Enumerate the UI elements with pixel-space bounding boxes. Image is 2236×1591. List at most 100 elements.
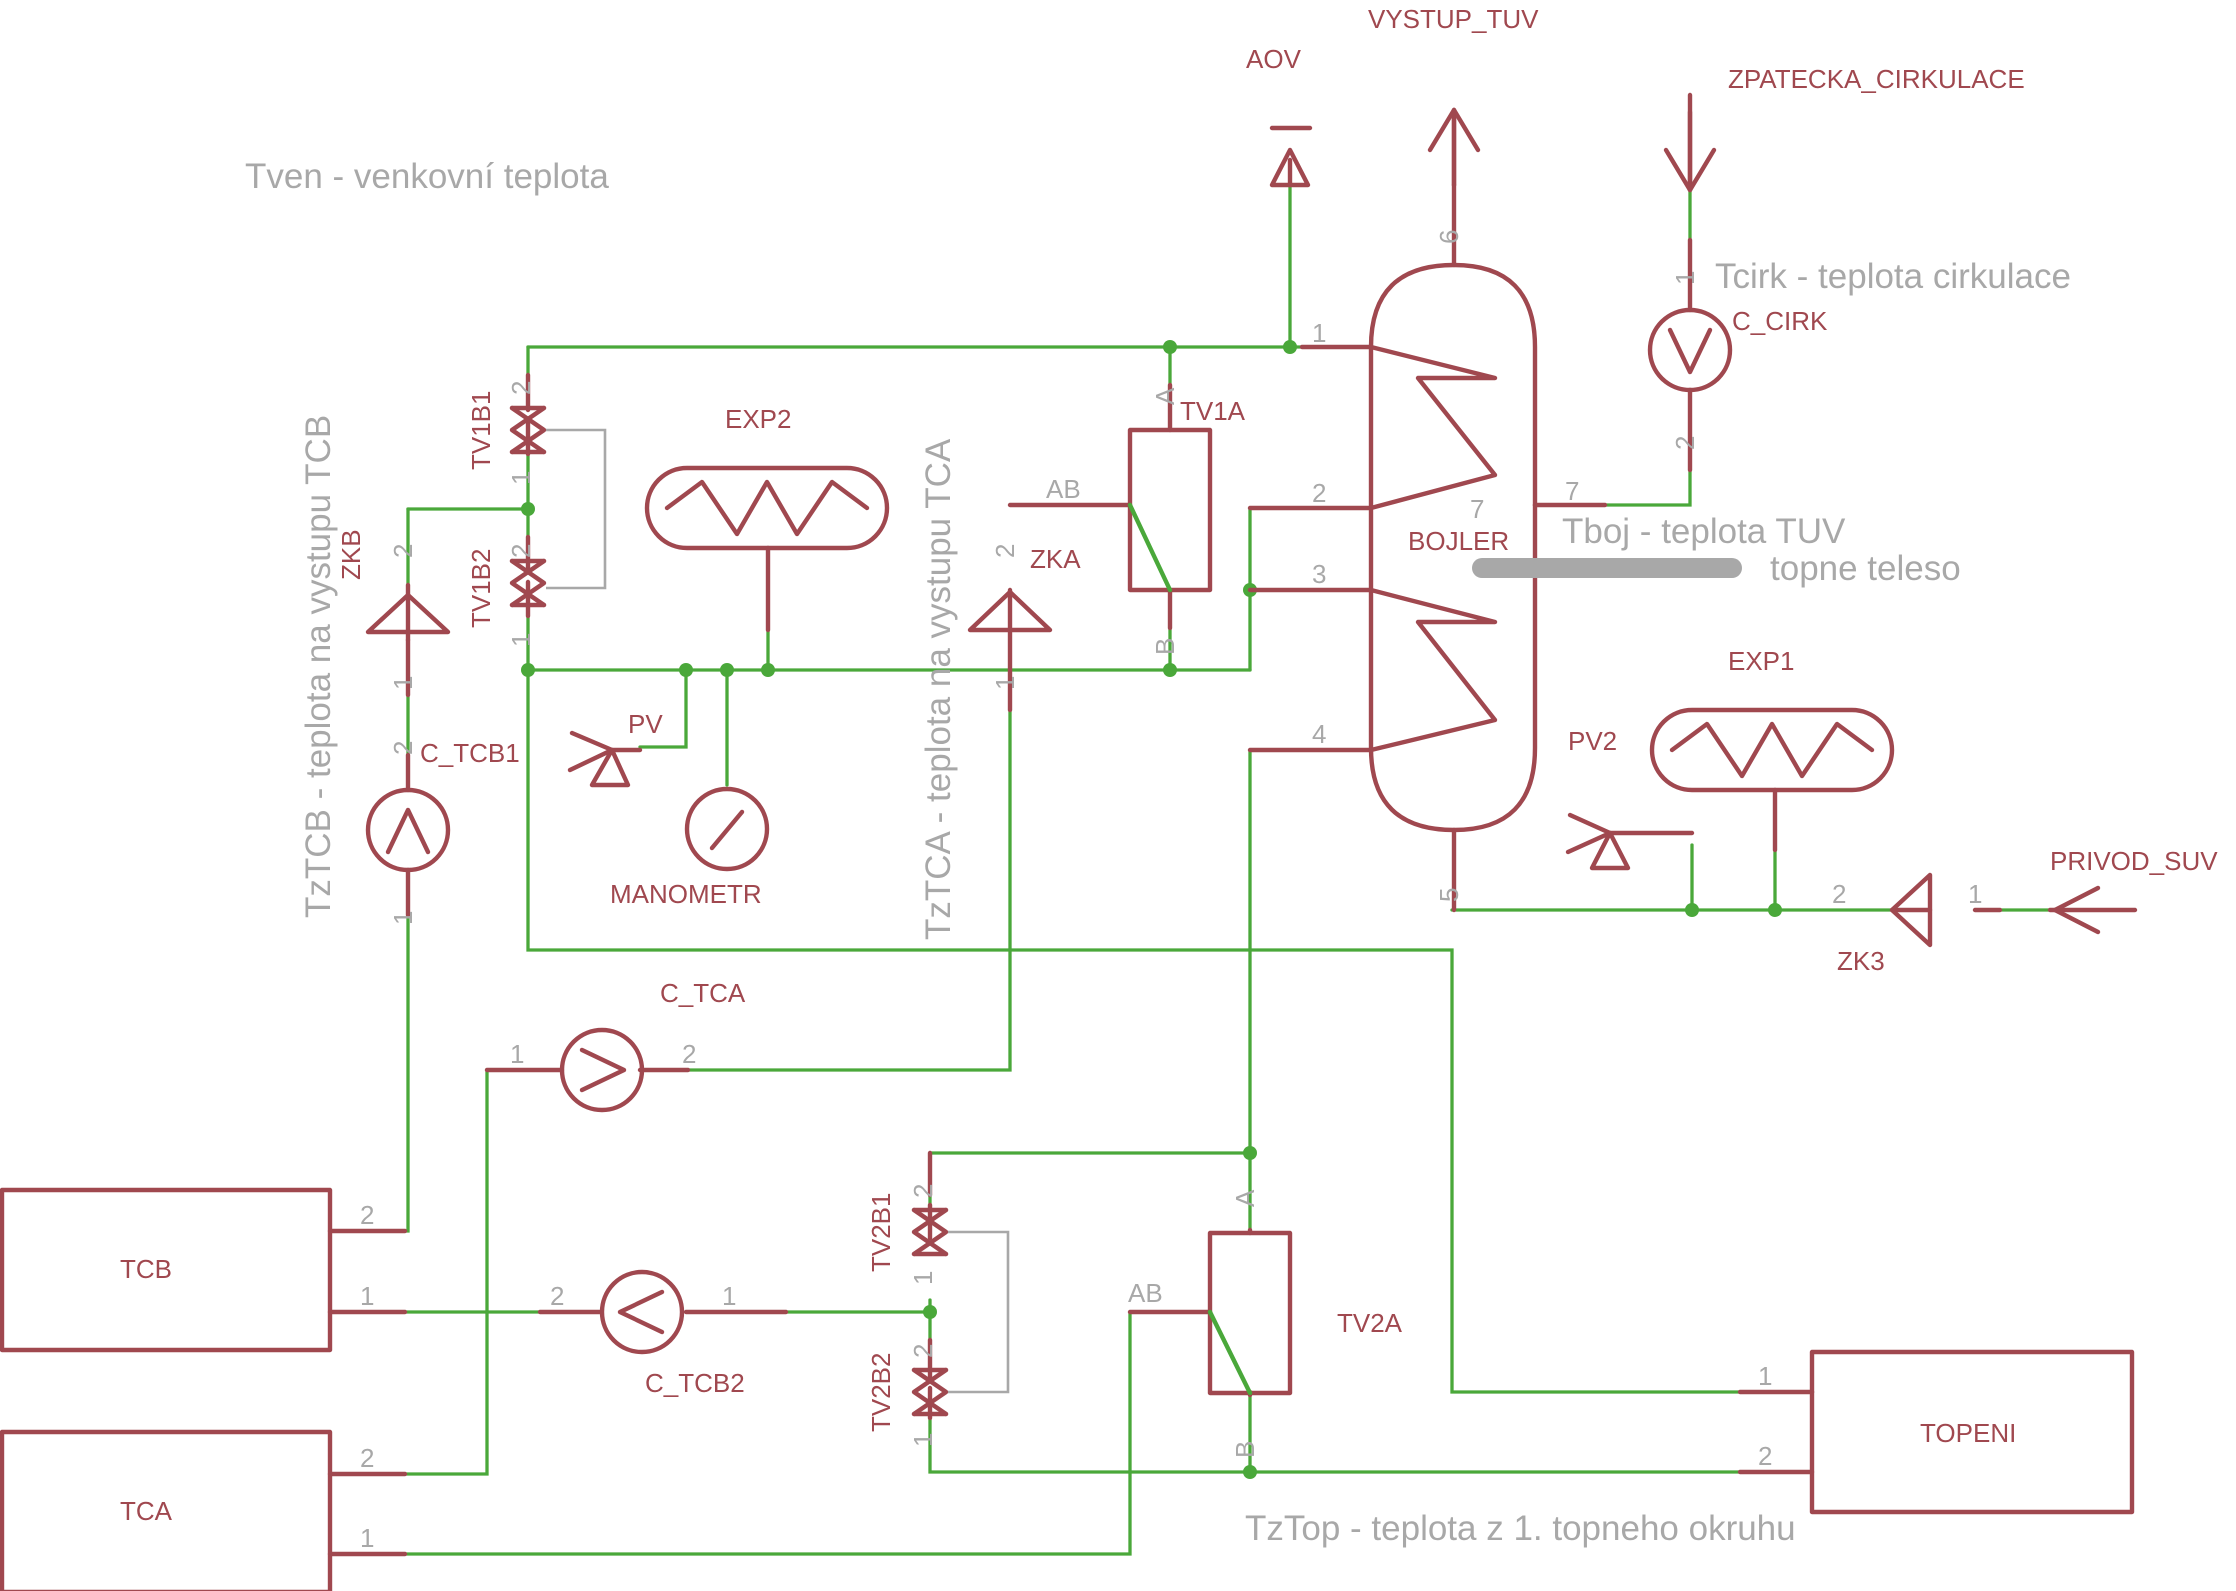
svg-text:2: 2 (1758, 1441, 1772, 1471)
svg-text:AB: AB (1046, 474, 1081, 504)
svg-text:B: B (1150, 638, 1180, 655)
c-tcb2-label: C_TCB2 (645, 1368, 745, 1398)
tv2b-ball-valves (911, 1207, 1010, 1417)
pv2-label: PV2 (1568, 726, 1617, 756)
zka-check-valve (967, 589, 1053, 633)
svg-text:2: 2 (506, 381, 536, 395)
vystup-tuv-arrow (1427, 107, 1481, 188)
c-tcb1-label: C_TCB1 (420, 738, 520, 768)
privod-suv-arrow (2047, 885, 2138, 935)
svg-text:A: A (1230, 1189, 1260, 1207)
tztop-note: TzTop - teplota z 1. topneho okruhu (1245, 1509, 1796, 1548)
tven-note: Tven - venkovní teplota (245, 157, 609, 196)
zk3-label: ZK3 (1837, 946, 1885, 976)
svg-text:2: 2 (550, 1281, 564, 1311)
zkb-label: ZKB (336, 529, 366, 580)
svg-text:4: 4 (1312, 719, 1326, 749)
pv2-safety-valve (1565, 812, 1695, 871)
svg-text:1: 1 (908, 1271, 938, 1285)
c-cirk-label: C_CIRK (1732, 306, 1828, 336)
svg-text:1: 1 (360, 1281, 374, 1311)
svg-text:1: 1 (510, 1039, 524, 1069)
svg-text:1: 1 (908, 1433, 938, 1447)
svg-text:1: 1 (1312, 318, 1326, 348)
svg-text:B: B (1230, 1441, 1260, 1458)
svg-text:2: 2 (360, 1443, 374, 1473)
component-labels: AOV VYSTUP_TUV ZPATECKA_CIRKULACE C_CIRK… (120, 4, 2218, 1526)
c-tca-label: C_TCA (660, 978, 746, 1008)
svg-text:5: 5 (1434, 888, 1464, 902)
tv1a-mixing-valve (1127, 427, 1213, 593)
svg-text:1: 1 (388, 911, 418, 925)
tcirk-note: Tcirk - teplota cirkulace (1715, 257, 2071, 296)
exp2-label: EXP2 (725, 404, 792, 434)
svg-text:A: A (1150, 387, 1180, 405)
tztcb-note: TzTCB - teplota na vystupu TCB (299, 415, 338, 918)
tv1b-ball-valves (509, 405, 607, 608)
zk3-check-valve (1889, 872, 1933, 948)
bojler-tank (1368, 262, 1538, 833)
tztca-note: TzTCA - teplota na vystupu TCA (919, 438, 958, 940)
svg-text:2: 2 (388, 741, 418, 755)
tboj-note: Tboj - teplota TUV (1562, 512, 1846, 551)
svg-text:2: 2 (388, 544, 418, 558)
tv2b2-label: TV2B2 (866, 1353, 896, 1433)
svg-text:2: 2 (360, 1200, 374, 1230)
wires (403, 183, 2137, 1556)
topeni-unit (1809, 1349, 2135, 1515)
svg-text:2: 2 (1312, 478, 1326, 508)
tv2a-label: TV2A (1337, 1308, 1403, 1338)
svg-text:1: 1 (506, 471, 536, 485)
svg-text:6: 6 (1434, 230, 1464, 244)
zpatecka-arrow (1663, 92, 1717, 193)
svg-text:7: 7 (1470, 494, 1484, 524)
tv1a-label: TV1A (1180, 396, 1246, 426)
svg-text:2: 2 (908, 1344, 938, 1358)
manometr-gauge (684, 786, 770, 872)
exp2-tank (644, 465, 890, 633)
svg-text:2: 2 (1832, 879, 1846, 909)
svg-text:1: 1 (1670, 271, 1700, 285)
pin-numbers: 1 2 3 4 7 7 6 5 1 2 A B AB A B AB 2 1 2 … (360, 230, 1982, 1553)
zka-label: ZKA (1030, 544, 1081, 574)
c-tcb1-pump (365, 787, 451, 873)
topne-teleso-note: topne teleso (1770, 549, 1961, 588)
svg-text:7: 7 (1565, 476, 1579, 506)
svg-text:3: 3 (1312, 559, 1326, 589)
svg-text:1: 1 (360, 1523, 374, 1553)
tv2a-mixing-valve (1207, 1230, 1293, 1396)
zkb-check-valve (365, 592, 451, 635)
svg-text:2: 2 (506, 544, 536, 558)
manometr-label: MANOMETR (610, 879, 762, 909)
svg-text:1: 1 (388, 676, 418, 690)
svg-text:1: 1 (990, 676, 1020, 690)
svg-text:2: 2 (682, 1039, 696, 1069)
vystup-tuv-label: VYSTUP_TUV (1368, 4, 1539, 34)
pv-label: PV (628, 709, 663, 739)
svg-text:1: 1 (1758, 1361, 1772, 1391)
zpatecka-label: ZPATECKA_CIRKULACE (1728, 64, 2025, 94)
exp1-tank (1649, 707, 1895, 853)
c-tca-pump (559, 1027, 645, 1113)
svg-text:AB: AB (1128, 1278, 1163, 1308)
topeni-label: TOPENI (1920, 1418, 2016, 1448)
svg-text:1: 1 (1968, 879, 1982, 909)
aov-vent-symbol (1269, 125, 1313, 188)
tv1b2-label: TV1B2 (466, 549, 496, 629)
tcb-unit (0, 1187, 333, 1353)
tca-unit (0, 1429, 333, 1591)
c-tcb2-pump (599, 1269, 685, 1355)
svg-text:1: 1 (722, 1281, 736, 1311)
svg-text:2: 2 (1670, 436, 1700, 450)
tv1b1-label: TV1B1 (466, 391, 496, 471)
svg-text:2: 2 (990, 544, 1020, 558)
tv2b1-label: TV2B1 (866, 1193, 896, 1273)
privod-suv-label: PRIVOD_SUV (2050, 846, 2218, 876)
bojler-label: BOJLER (1408, 526, 1509, 556)
svg-text:2: 2 (908, 1184, 938, 1198)
c-cirk-pump (1647, 307, 1733, 393)
pv-safety-valve (567, 730, 643, 788)
aov-label: AOV (1246, 44, 1302, 74)
tcb-label: TCB (120, 1254, 172, 1284)
